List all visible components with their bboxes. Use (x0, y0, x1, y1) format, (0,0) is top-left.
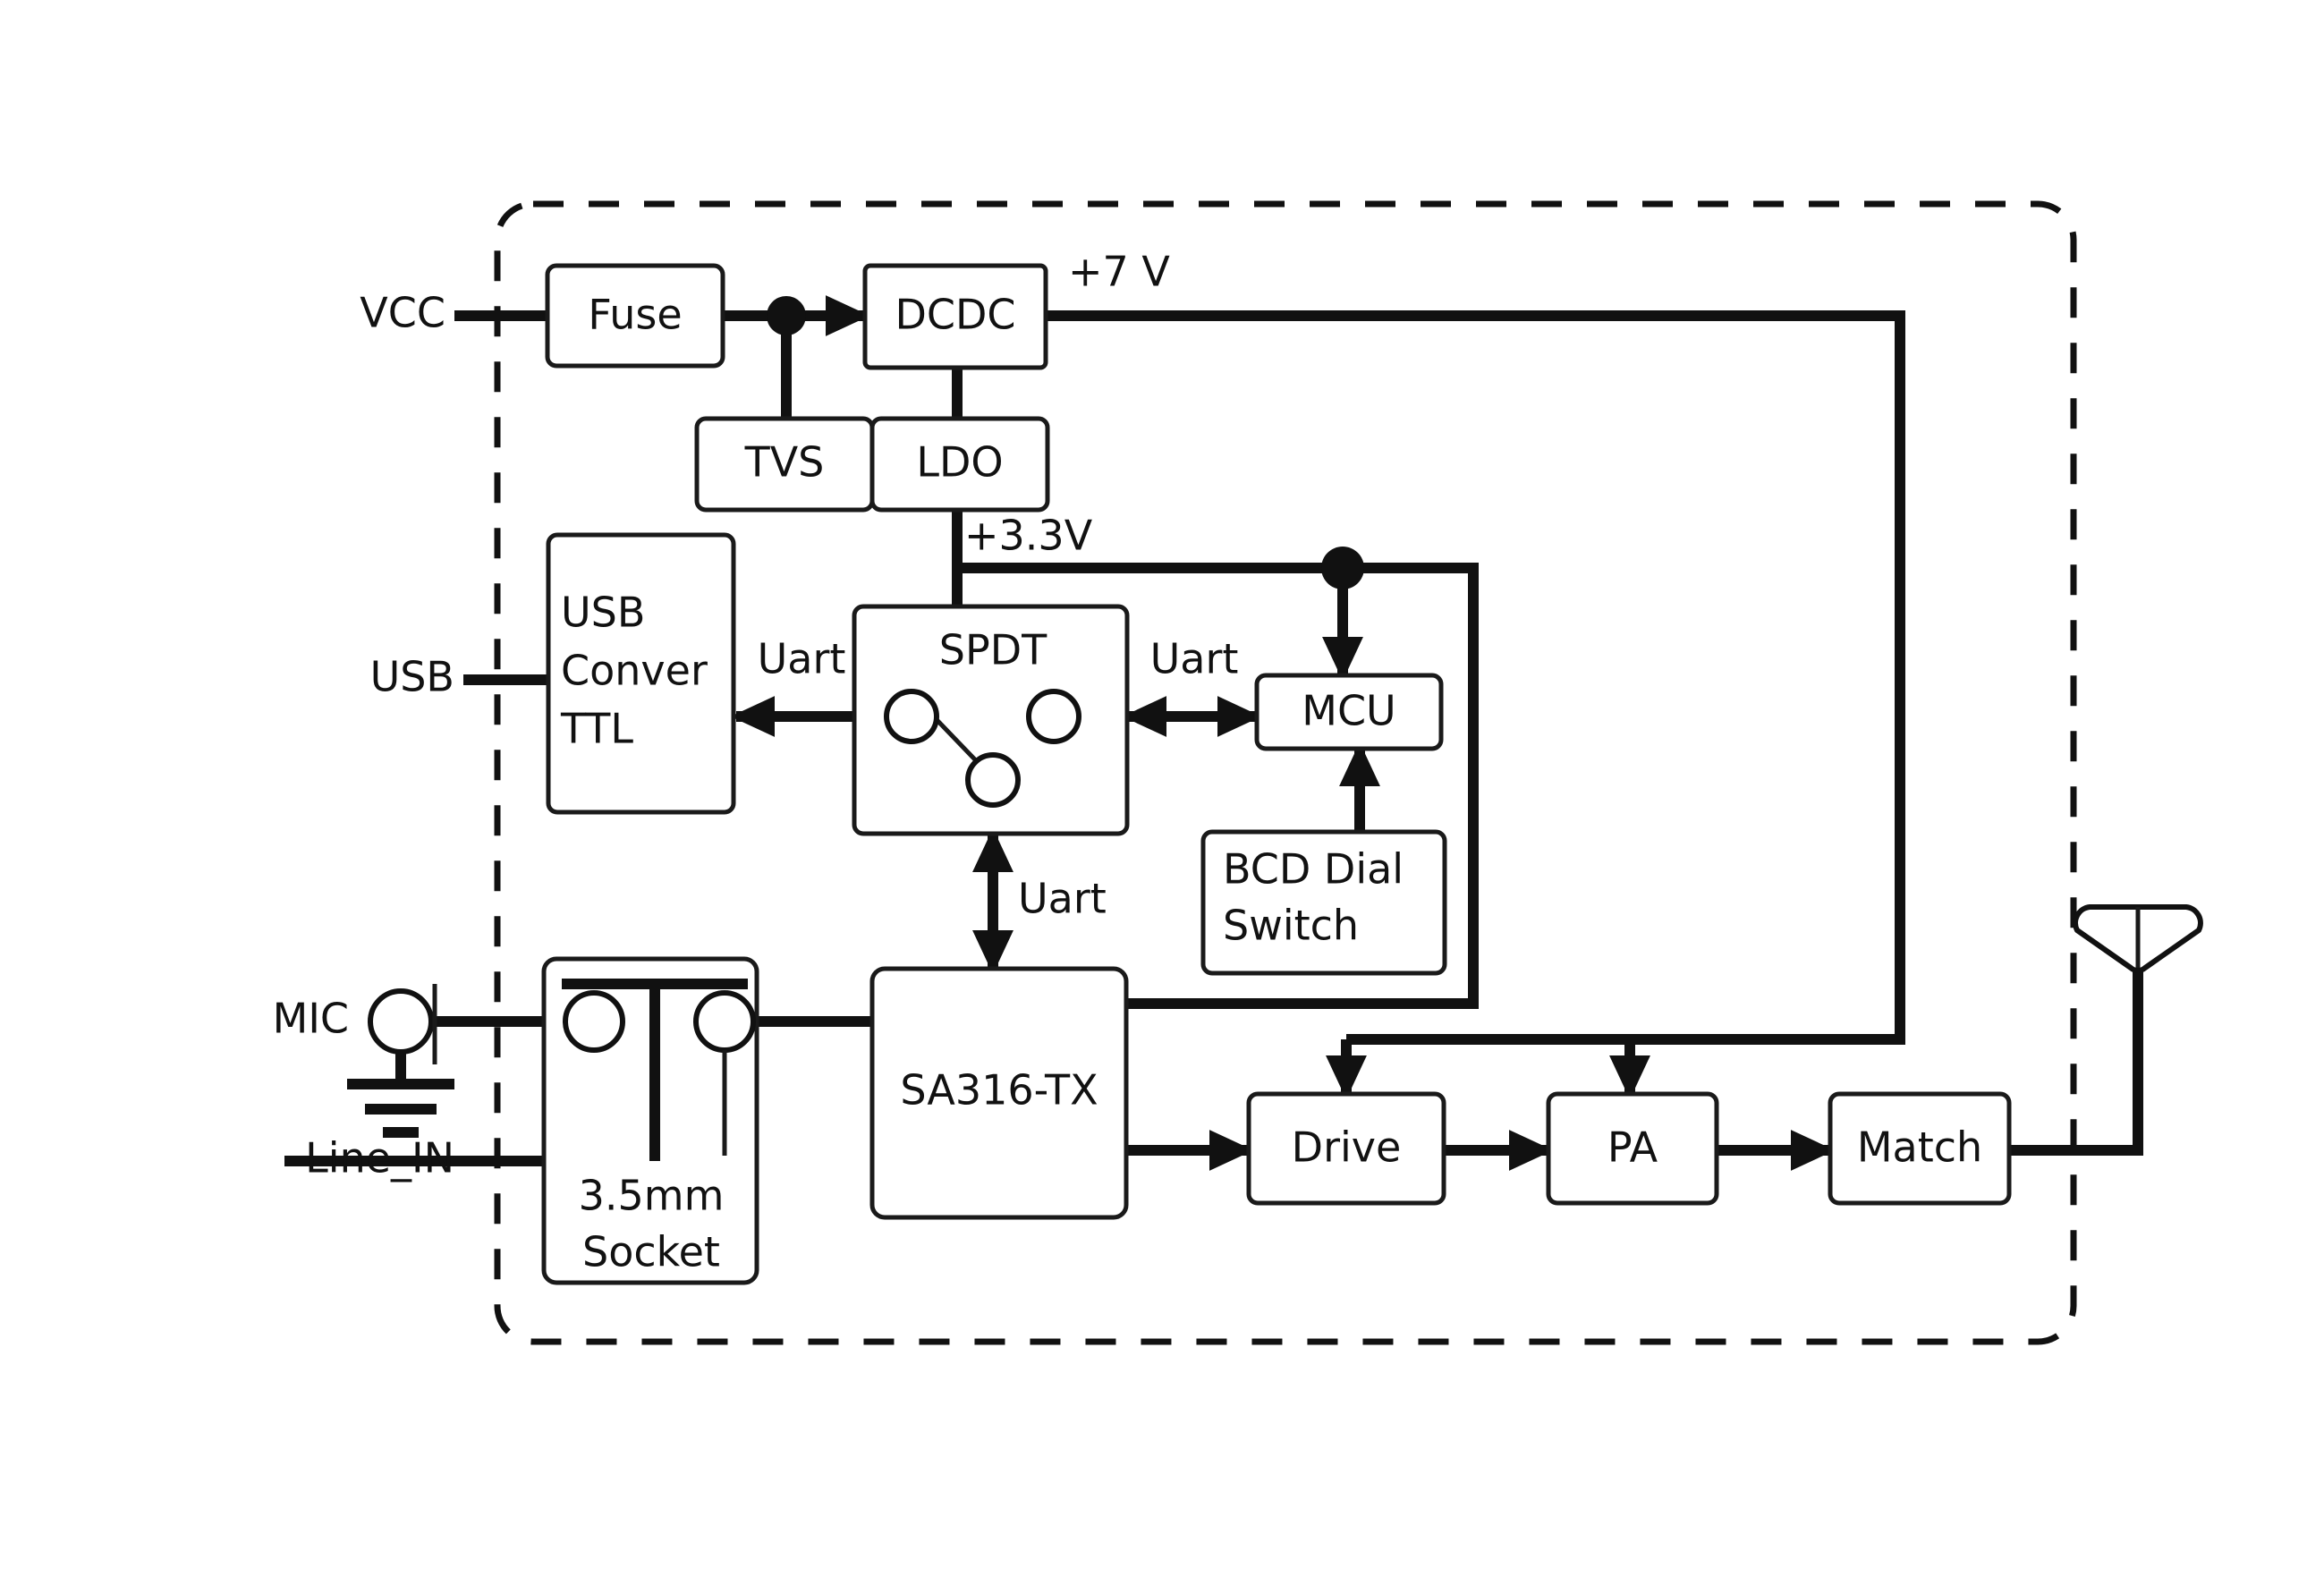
block-spdt-shape (852, 604, 1130, 836)
block-sa316-tx[interactable]: SA316-TX (869, 966, 1129, 1220)
net-label-uart-mcu: Uart (1150, 635, 1239, 683)
block-spdt-label: SPDT (939, 626, 1047, 674)
port-label-vcc: VCC (360, 289, 445, 337)
block-socket-line2: Socket (582, 1228, 720, 1276)
spdt-throw-a-contact[interactable] (1026, 689, 1081, 744)
block-mcu-label: MCU (1302, 687, 1395, 735)
block-fuse-label: Fuse (588, 291, 682, 339)
wire-match-to-antenna (2009, 968, 2143, 1156)
block-pa-shape (1546, 1091, 1719, 1206)
block-drive-label: Drive (1292, 1123, 1402, 1172)
net-label-uart-usb: Uart (758, 635, 846, 683)
block-audio-socket[interactable]: 3.5mm Socket (541, 956, 759, 1285)
block-tvs[interactable]: TVS (694, 416, 875, 513)
block-drive[interactable]: Drive (1246, 1091, 1446, 1206)
net-label-7v: +7 V (1068, 248, 1170, 296)
block-match-shape (1828, 1091, 2012, 1206)
block-usb-converter-line2: Conver (561, 647, 708, 695)
block-bcd-line2: Switch (1223, 902, 1359, 950)
block-bcd-shape (1200, 829, 1447, 976)
antenna-icon (2073, 904, 2203, 973)
block-match[interactable]: Match (1828, 1091, 2012, 1206)
block-spdt[interactable]: SPDT (852, 604, 1130, 836)
block-usb-converter-line3: TTL (560, 705, 633, 753)
block-ldo-label: LDO (916, 438, 1003, 487)
block-usb-converter-line1: USB (561, 589, 645, 637)
port-label-mic: MIC (273, 995, 349, 1043)
block-tvs-label: TVS (744, 438, 825, 487)
mic-symbol (347, 984, 454, 1138)
socket-contact-left (563, 990, 625, 1053)
wire-33v-to-sa316 (900, 563, 1479, 1024)
block-sa316-label: SA316-TX (900, 1066, 1098, 1115)
block-dcdc-label: DCDC (895, 291, 1015, 339)
module-boundary (494, 200, 2077, 1345)
spdt-throw-b-contact[interactable] (965, 752, 1021, 808)
block-drive-shape (1246, 1091, 1446, 1206)
block-mcu[interactable]: MCU (1254, 673, 1444, 751)
block-sa316-shape (869, 966, 1129, 1220)
block-socket-line1: 3.5mm (579, 1172, 725, 1220)
block-ldo[interactable]: LDO (869, 416, 1050, 513)
block-ldo-shape (869, 416, 1050, 513)
block-pa-label: PA (1607, 1123, 1658, 1172)
block-mcu-shape (1254, 673, 1444, 751)
block-dcdc-shape (862, 263, 1048, 370)
block-dcdc[interactable]: DCDC (862, 263, 1048, 370)
net-label-uart-tx: Uart (1018, 875, 1107, 923)
block-usb-converter-shape (546, 532, 736, 815)
spdt-common-contact[interactable] (884, 689, 939, 744)
port-label-usb: USB (370, 653, 454, 701)
wire-7v-rail (1046, 310, 1905, 1045)
block-match-label: Match (1857, 1123, 1982, 1172)
block-fuse-shape (545, 263, 725, 369)
block-fuse[interactable]: Fuse (545, 263, 725, 369)
mic-capsule-icon (368, 988, 434, 1055)
socket-contact-right (693, 990, 756, 1053)
block-pa[interactable]: PA (1546, 1091, 1719, 1206)
block-bcd-line1: BCD Dial (1223, 845, 1404, 894)
block-usb-converter[interactable]: USB Conver TTL (546, 532, 736, 815)
port-label-line-in: Line_IN (305, 1134, 454, 1182)
net-label-33v: +3.3V (964, 512, 1093, 560)
block-bcd-dial-switch[interactable]: BCD Dial Switch (1200, 829, 1447, 976)
